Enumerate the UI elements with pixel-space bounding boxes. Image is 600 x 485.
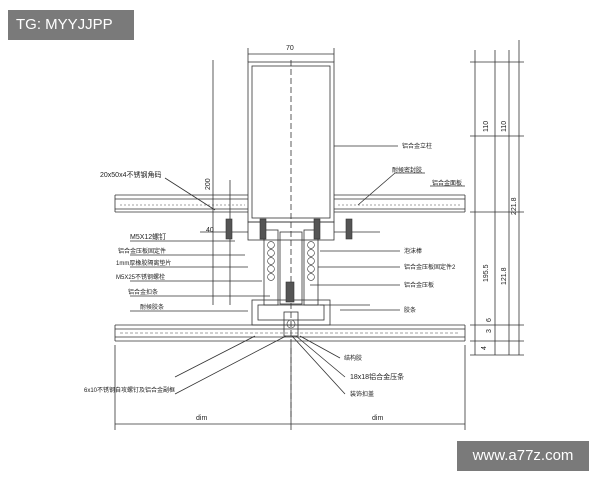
bottom-dim-right: dim — [372, 415, 383, 422]
bottom-dim-left: dim — [196, 415, 207, 422]
label-mid-cap: 装饰扣盖 — [350, 390, 374, 398]
label-gasket-1mm: 1mm厚橡胶隔离垫片 — [116, 259, 171, 267]
label-m5x25: M5X25不锈钢螺栓 — [116, 273, 165, 281]
label-aluminum-buckle: 铝合金扣条 — [128, 288, 158, 296]
right-dim-121-8: 121.8 — [501, 267, 508, 285]
label-screw-top: 20x50x4不锈钢角码 — [100, 170, 161, 179]
right-dim-195-5: 195.5 — [483, 264, 490, 282]
watermark-top-left: TG: MYYJJPP — [8, 10, 134, 40]
left-small-dimension-text: 40 — [206, 227, 214, 234]
watermark-bottom-right: www.a77z.com — [457, 441, 589, 471]
label-foam-rod: 泡沫棒 — [404, 247, 422, 255]
label-al-panel: 铝合金面板 — [432, 179, 462, 187]
label-rubber-strip: 耐候胶条 — [140, 303, 164, 311]
right-dim-6: 6 — [486, 318, 493, 322]
right-dim-3: 3 — [486, 329, 493, 333]
label-al-cover: 铝合金压板 — [404, 281, 434, 289]
label-aluminum-strip: 铝合金压板固定件 — [118, 247, 166, 255]
right-dim-110a: 110 — [483, 121, 490, 132]
right-dim-4: 4 — [481, 346, 488, 350]
right-dim-110b: 110 — [501, 121, 508, 132]
top-dimension-text: 70 — [286, 45, 294, 52]
label-glass-18: 18x18铝合金压条 — [350, 372, 404, 381]
right-dim-221-8: 221.8 — [511, 197, 518, 215]
label-gasket: 胶条 — [404, 306, 416, 314]
label-sealant: 耐候密封胶 — [392, 166, 422, 174]
label-al-strip2: 铝合金压板固定件2 — [404, 263, 456, 271]
label-al-column: 铝合金立柱 — [402, 142, 432, 150]
label-bottom-bolt: 6x10不锈钢自攻螺钉及铝合金副框 — [84, 386, 175, 394]
left-vertical-dimension-text: 200 — [205, 178, 212, 190]
label-m5x12: M5X12螺钉 — [130, 232, 166, 241]
label-structural-glue: 结构胶 — [344, 354, 362, 362]
